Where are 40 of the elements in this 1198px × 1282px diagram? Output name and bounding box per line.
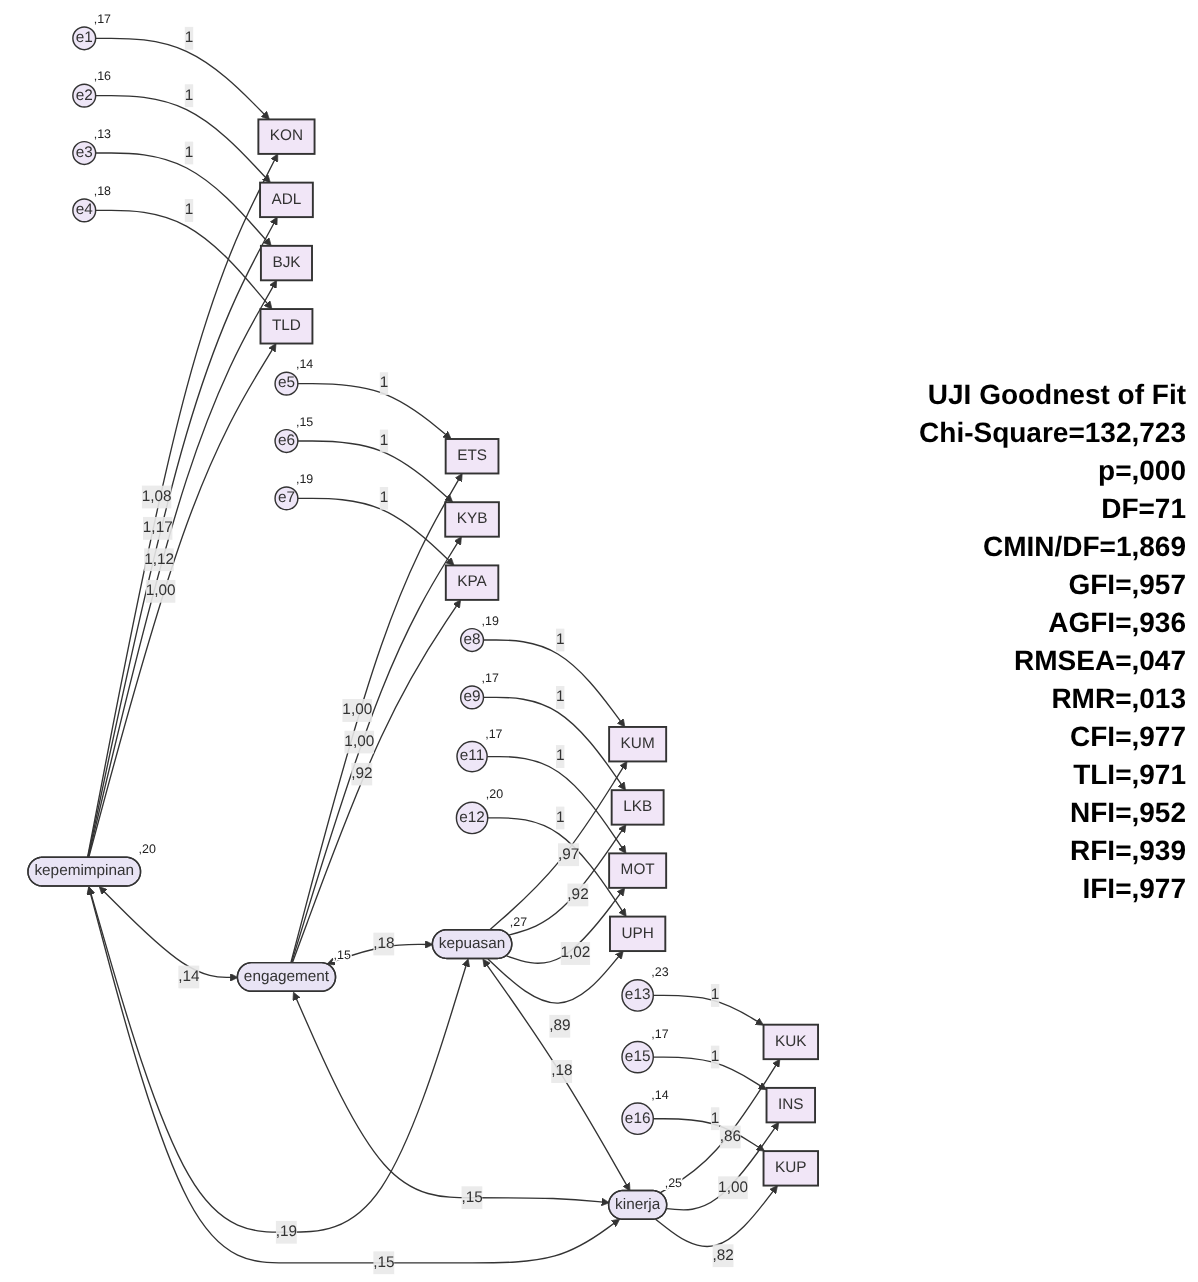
fit-statistic: RMSEA=,047 [1012, 644, 1186, 676]
arrow [95, 152, 272, 247]
arrow [292, 991, 610, 1207]
fit-statistic: GFI=,957 [1066, 568, 1186, 600]
arrow [487, 950, 624, 1004]
arrow [659, 1058, 781, 1194]
fit-statistic: RMR=,013 [1049, 682, 1186, 714]
arrow [95, 95, 271, 183]
arrow [297, 382, 452, 440]
fit-statistic: NFI=,952 [1068, 796, 1186, 828]
fit-statistic: IFI=,977 [1080, 872, 1186, 904]
arrow [505, 887, 626, 964]
arrow [666, 1122, 780, 1211]
fit-statistic: CFI=,977 [1068, 720, 1186, 752]
fit-statistic: p=,000 [1096, 454, 1186, 486]
arrow [655, 1185, 778, 1248]
arrow [297, 440, 454, 503]
arrow [87, 886, 470, 1233]
arrow [508, 824, 627, 936]
fit-statistic: UJI Goodnest of Fit [925, 378, 1186, 410]
arrow [86, 886, 620, 1264]
fit-statistic: TLI=,971 [1071, 758, 1186, 790]
arrow [95, 37, 270, 120]
arrow [98, 886, 239, 982]
fit-statistic: AGFI=,936 [1046, 606, 1186, 638]
arrow [487, 817, 627, 917]
arrow [95, 209, 273, 310]
arrow [652, 1118, 765, 1152]
arrow [486, 755, 627, 854]
arrow [482, 696, 626, 791]
fit-statistic: RFI=,939 [1068, 834, 1186, 866]
arrow [652, 994, 764, 1026]
fit-statistic: DF=71 [1099, 492, 1186, 524]
arrow [482, 639, 626, 728]
fit-statistic: CMIN/DF=1,869 [980, 530, 1186, 562]
arrow [297, 497, 455, 566]
fit-statistic: Chi-Square=132,723 [917, 416, 1186, 448]
arrow [482, 958, 631, 1192]
arrow [488, 761, 628, 931]
arrow [652, 1056, 767, 1091]
